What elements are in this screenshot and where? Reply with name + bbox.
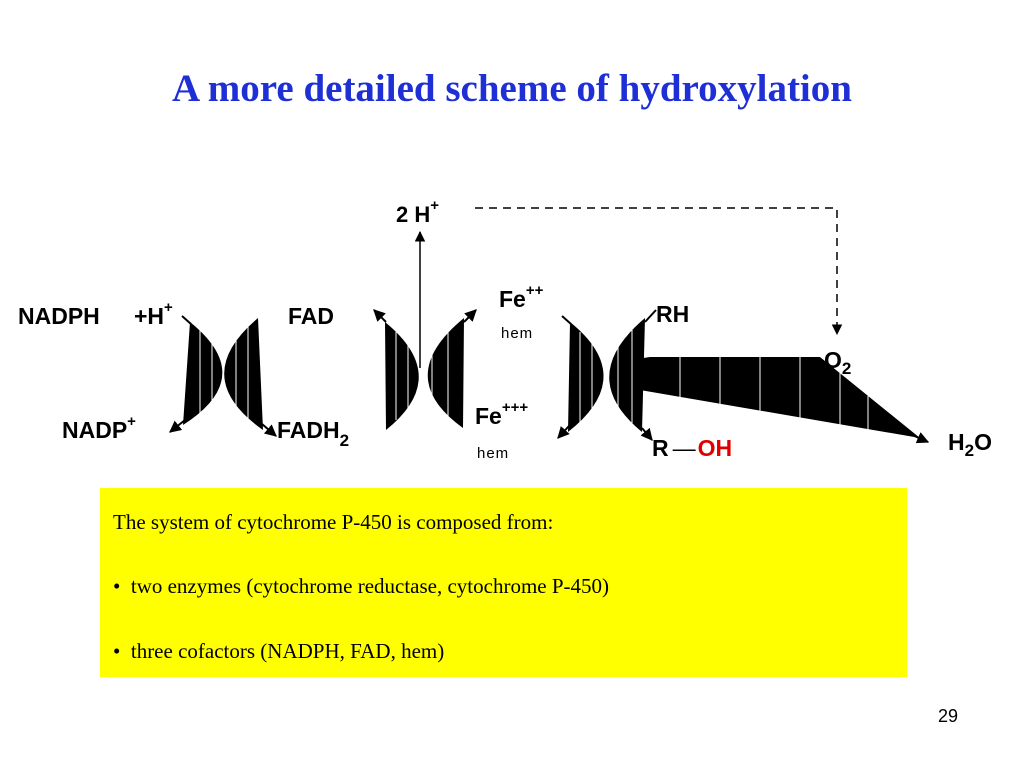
fadh2-label: FADH2 (277, 417, 349, 450)
hydroxylation-scheme: 2 H+ NADPH +H+ NADP+ FAD FADH2 Fe++ hem … (18, 197, 992, 462)
info-box: The system of cytochrome P-450 is compos… (100, 488, 907, 677)
roh-label: R—OH (652, 435, 732, 461)
proton-label: 2 H+ (396, 197, 439, 227)
slide-title: A more detailed scheme of hydroxylation (172, 67, 852, 110)
nadph-label: NADPH (18, 303, 100, 329)
fe2-hem-label: hem (501, 325, 533, 342)
o2-label: O2 (824, 347, 851, 378)
page-number: 29 (938, 706, 959, 726)
coupled-reaction-nadph-fad (169, 315, 277, 437)
info-bullet: • two enzymes (cytochrome reductase, cyt… (113, 574, 610, 598)
plus-h-label: +H+ (134, 299, 173, 329)
nadp-label: NADP+ (62, 413, 136, 443)
h2o-label: H2O (948, 429, 992, 460)
coupled-reaction-fad-hem (373, 230, 477, 430)
rh-label: RH (656, 301, 689, 327)
fe3-hem-label: hem (477, 445, 509, 462)
info-bullet: • three cofactors (NADPH, FAD, hem) (113, 639, 445, 663)
fad-label: FAD (288, 303, 334, 329)
fe3-label: Fe+++ (475, 399, 528, 429)
fe2-label: Fe++ (499, 282, 544, 312)
coupled-reaction-hem-substrate (557, 309, 930, 444)
info-heading: The system of cytochrome P-450 is compos… (113, 510, 554, 534)
